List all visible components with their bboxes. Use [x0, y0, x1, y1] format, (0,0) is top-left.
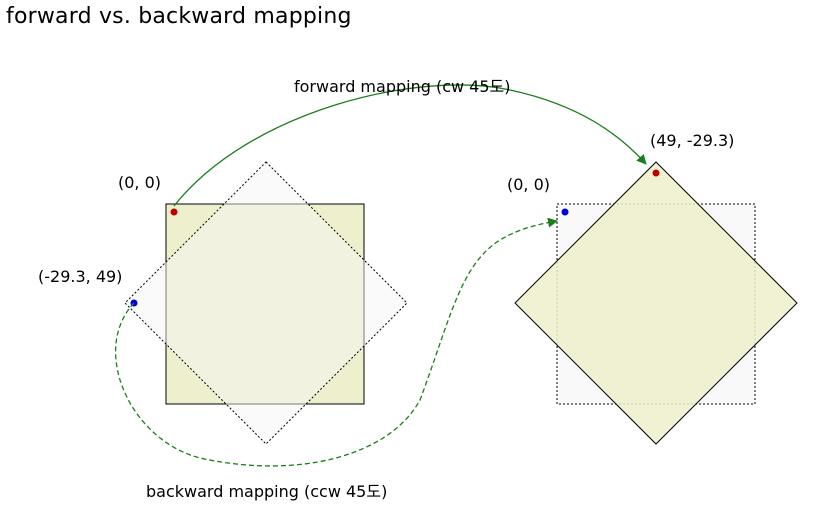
forward-mapping-arrow	[173, 84, 647, 207]
backward-mapping-label: backward mapping (ccw 45도)	[146, 482, 387, 501]
left-rotated-square	[124, 161, 408, 445]
backward-mapping-arrow	[115, 217, 558, 467]
left-origin-label: (0, 0)	[118, 173, 161, 192]
right-origin-dot	[561, 208, 569, 216]
page-title: forward vs. backward mapping	[6, 4, 352, 29]
right-rotated-square	[514, 161, 798, 445]
right-rotated-corner-dot	[652, 169, 660, 177]
right-rotated-corner-label: (49, -29.3)	[650, 131, 734, 150]
left-origin-dot	[170, 208, 178, 216]
forward-mapping-label: forward mapping (cw 45도)	[294, 77, 511, 96]
right-origin-label: (0, 0)	[507, 175, 550, 194]
left-rotated-corner-label: (-29.3, 49)	[38, 267, 122, 286]
